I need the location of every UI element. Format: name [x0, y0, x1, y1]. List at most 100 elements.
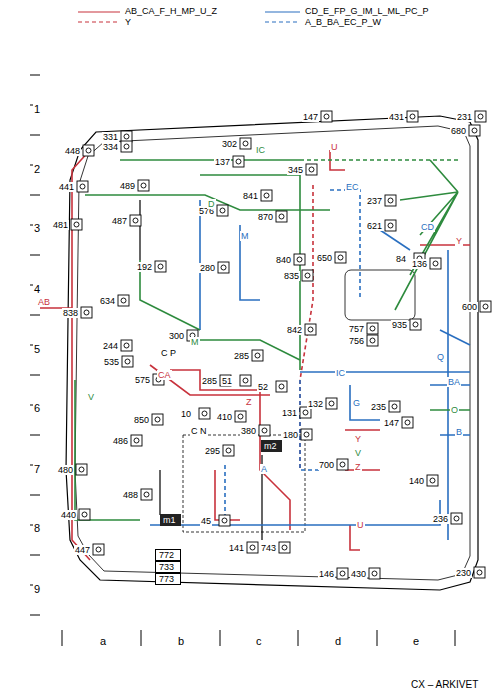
callout-number: 838: [62, 308, 79, 318]
component-symbol: [302, 270, 313, 281]
grid-tick: [30, 375, 40, 376]
ground-block: m2: [261, 440, 282, 452]
column-letter: a: [99, 636, 107, 646]
callout-number: 295: [204, 446, 221, 456]
callout-number: 870: [257, 212, 274, 222]
component-symbol: [130, 215, 141, 226]
component-symbol: [430, 258, 441, 269]
callout-number: 345: [287, 165, 304, 175]
component-symbol: [240, 375, 251, 386]
row-number: 9: [33, 584, 41, 594]
component-symbol: [121, 340, 132, 351]
connector-box: 772: [155, 549, 181, 561]
connector-box: 733: [155, 561, 181, 573]
column-letter: c: [255, 636, 263, 646]
callout-number: 84: [395, 254, 407, 264]
wire-code: BA: [447, 377, 461, 387]
wire-code: Y: [455, 236, 463, 246]
callout-number: 132: [307, 399, 324, 409]
wire-code: Q: [436, 352, 445, 362]
grid-tick: [455, 630, 456, 646]
callout-number: 842: [286, 325, 303, 335]
callout-number: 285: [201, 376, 218, 386]
wire-code: V: [87, 392, 95, 402]
component-symbol: [81, 307, 92, 318]
callout-number: 51: [221, 376, 233, 386]
callout-number: 136: [411, 259, 428, 269]
wire-code: C P: [160, 348, 177, 358]
component-symbol: [138, 180, 149, 191]
component-symbol: [410, 319, 421, 330]
component-symbol: [337, 459, 348, 470]
callout-number: 680: [450, 126, 467, 136]
callout-number: 480: [57, 465, 74, 475]
component-symbol: [152, 414, 163, 425]
row-number: 5: [33, 344, 41, 354]
grid-tick: [62, 630, 63, 646]
row-number: 2: [33, 164, 41, 174]
component-symbol: [71, 219, 82, 230]
callout-number: 235: [370, 402, 387, 412]
callout-number: 486: [112, 436, 129, 446]
callout-number: 488: [122, 490, 139, 500]
callout-number: 300: [168, 331, 185, 341]
callout-number: 850: [133, 415, 150, 425]
callout-number: 410: [216, 412, 233, 422]
grid-tick: [30, 435, 40, 436]
callout-number: 231: [456, 112, 473, 122]
column-letter: d: [334, 636, 342, 646]
component-symbol: [276, 211, 287, 222]
grid-tick: [30, 555, 40, 556]
legend-text: AB_CA_F_H_MP_U_Z: [124, 6, 218, 16]
callout-number: 935: [391, 320, 408, 330]
callout-number: 841: [242, 191, 259, 201]
wire-code: IC: [255, 145, 266, 155]
component-symbol: [199, 408, 210, 419]
row-number: 4: [33, 284, 41, 294]
wire-code: Z: [354, 462, 362, 472]
node-text: m2: [264, 441, 277, 451]
component-symbol: [77, 181, 88, 192]
wire-code: IC: [335, 368, 346, 378]
wire-code: U: [356, 520, 365, 530]
node-text: 773: [159, 574, 174, 584]
callout-number: 757: [348, 324, 365, 334]
grid-tick: [30, 255, 40, 256]
callout-number: 840: [275, 255, 292, 265]
callout-number: 45: [200, 516, 212, 526]
component-symbol: [233, 156, 244, 167]
callout-number: 650: [316, 253, 333, 263]
component-symbol: [294, 254, 305, 265]
callout-number: 441: [58, 182, 75, 192]
grid-tick: [30, 315, 40, 316]
wire-code: C N: [190, 426, 208, 436]
callout-number: 230: [455, 568, 472, 578]
node-text: 772: [159, 550, 174, 560]
component-symbol: [122, 356, 133, 367]
callout-number: 489: [119, 181, 136, 191]
callout-number: 448: [64, 146, 81, 156]
wire-code: CD: [420, 222, 435, 232]
component-symbol: [301, 429, 312, 440]
row-number: 7: [33, 464, 41, 474]
callout-number: 600: [461, 302, 478, 312]
wire-code: AB: [37, 297, 51, 307]
callout-number: 431: [388, 112, 405, 122]
component-symbol: [76, 464, 87, 475]
row-number: 1: [33, 104, 41, 114]
component-symbol: [131, 435, 142, 446]
callout-number: 280: [199, 263, 216, 273]
callout-number: 835: [283, 271, 300, 281]
component-symbol: [321, 111, 332, 122]
callout-number: 237: [366, 196, 383, 206]
callout-number: 131: [281, 408, 298, 418]
component-symbol: [367, 335, 378, 346]
component-symbol: [141, 489, 152, 500]
legend-text: Y: [124, 17, 132, 27]
legend-text: CD_E_FP_G_IM_L_ML_PC_P: [304, 6, 430, 16]
callout-number: 334: [102, 142, 119, 152]
column-letter: e: [412, 636, 420, 646]
watermark: CX – ARKIVET: [410, 680, 479, 690]
grid-tick: [30, 195, 40, 196]
grid-tick: [30, 615, 40, 616]
